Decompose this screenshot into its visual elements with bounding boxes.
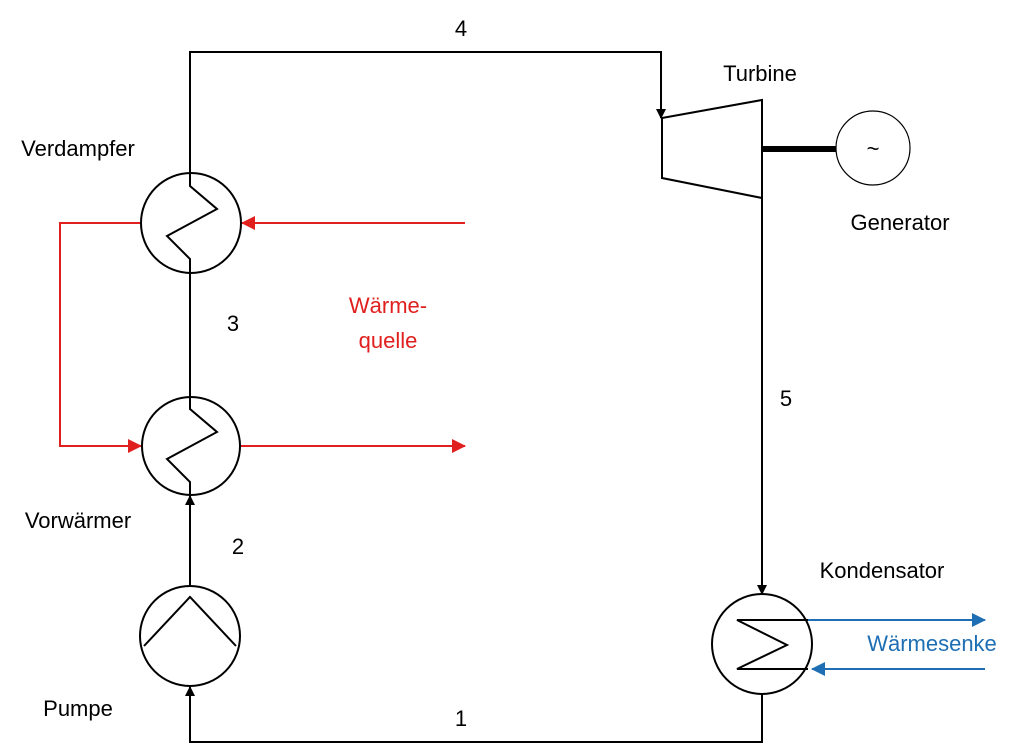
- stream-2-label: 2: [232, 534, 244, 559]
- generator-symbol: [835, 110, 911, 186]
- evaporator-label: Verdampfer: [21, 136, 135, 161]
- preheater-label: Vorwärmer: [25, 508, 131, 533]
- stream-5-label: 5: [780, 386, 792, 411]
- heat-source-label-line1: Wärme-: [349, 293, 427, 318]
- turbine-label: Turbine: [723, 61, 797, 86]
- stream-4-label: 4: [455, 16, 467, 41]
- stream-4-line: [189, 51, 666, 173]
- pump-symbol: [139, 585, 241, 687]
- stream-1-label: 1: [455, 706, 467, 731]
- evaporator-heat-exchanger: [140, 172, 242, 274]
- stream-3-label: 3: [227, 311, 239, 336]
- generator-tilde-icon: ~: [867, 136, 880, 161]
- heat-source-label-line2: quelle: [359, 328, 418, 353]
- turbine-symbol: [661, 98, 763, 200]
- stream-1-line: [185, 686, 763, 743]
- preheater-heat-exchanger: [141, 396, 241, 496]
- generator-label: Generator: [850, 210, 949, 235]
- heat-source-transfer-line: [59, 222, 142, 453]
- heat-sink-label: Wärmesenke: [867, 631, 997, 656]
- condenser-label: Kondensator: [820, 558, 945, 583]
- pump-label: Pumpe: [43, 696, 113, 721]
- condenser-heat-exchanger: [711, 593, 813, 695]
